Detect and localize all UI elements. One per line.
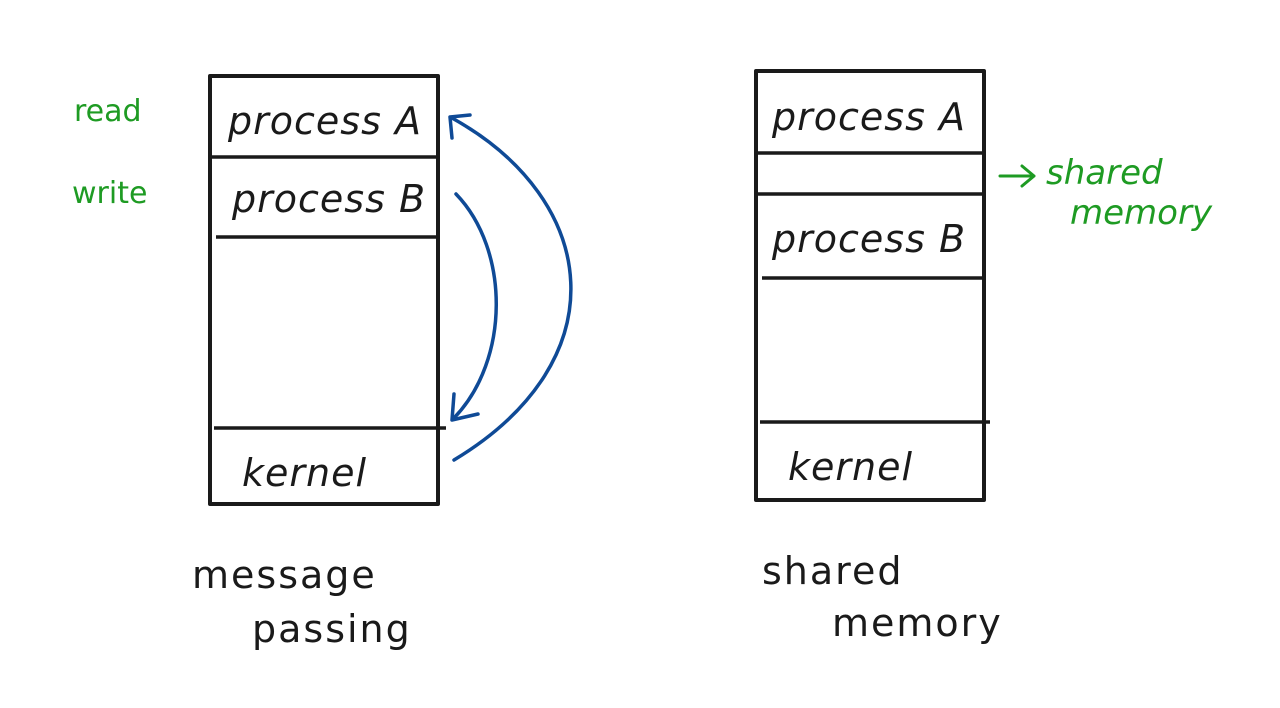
arrowhead-icon (448, 113, 472, 140)
read-label: read (74, 94, 142, 129)
message-passing-caption-line1: message (192, 553, 377, 597)
process-a-label: process A (227, 99, 422, 143)
message-passing-memory-box (208, 74, 440, 506)
kernel-label: kernel (242, 451, 367, 495)
kernel-label: kernel (788, 445, 913, 489)
message-passing-diagram: process A process B kernel read write me… (72, 74, 573, 651)
shared-memory-box (754, 69, 986, 502)
shared-memory-diagram: process A process B kernel shared memory… (754, 69, 1213, 645)
shared-memory-annotation: shared memory (998, 153, 1213, 233)
message-arrows (448, 113, 573, 462)
write-label: write (72, 176, 147, 211)
shared-memory-caption-line2: memory (832, 601, 1003, 645)
right-arrow-icon (998, 164, 1036, 188)
arrowhead-icon (450, 392, 480, 422)
process-b-to-kernel-arrow (452, 192, 498, 420)
memory-annotation-line2: memory (1070, 193, 1213, 233)
shared-memory-caption-line1: shared (762, 549, 903, 593)
process-b-label: process B (231, 177, 426, 221)
message-passing-caption-line2: passing (252, 607, 412, 651)
process-a-label: process A (771, 95, 966, 139)
kernel-to-process-a-arrow (450, 116, 573, 462)
shared-annotation-line1: shared (1046, 153, 1163, 193)
process-b-label: process B (771, 217, 966, 261)
